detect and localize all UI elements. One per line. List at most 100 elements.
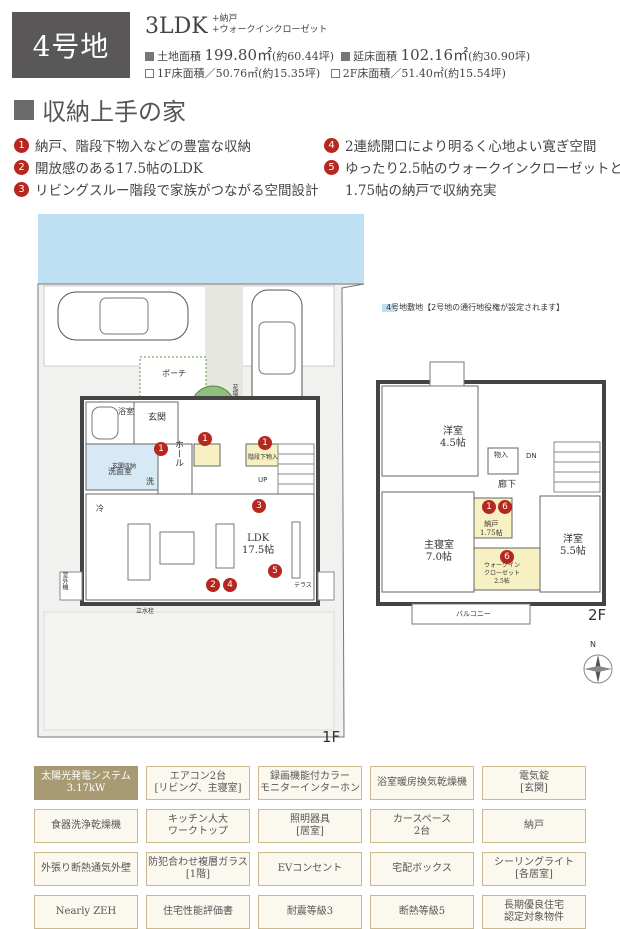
- pin-3: 3: [252, 499, 266, 513]
- room-master: [381, 491, 475, 593]
- amenity-cell: 録画機能付カラー モニターインターホン: [258, 766, 362, 800]
- amenity-cell: Nearly ZEH: [34, 895, 138, 929]
- feature-num: 4: [324, 137, 339, 153]
- plan-extras: +納戸 +ウォークインクローゼット: [212, 14, 328, 36]
- western-1-label: 洋室 4.5帖: [440, 426, 466, 449]
- concept-title-text: 収納上手の家: [42, 98, 186, 126]
- ldk: [85, 493, 315, 601]
- feature-text: 1.75帖の納戸で収納充実: [345, 183, 497, 199]
- feature-1: 1 納戸、階段下物入などの豊富な収納: [14, 134, 319, 156]
- feature-5-cont: 1.75帖の納戸で収納充実: [324, 178, 620, 200]
- entrance-label: 玄関: [148, 413, 167, 423]
- plan-type: 3LDK: [145, 14, 208, 39]
- sofa: [215, 523, 235, 569]
- amenity-cell: 食器洗浄乾燥機: [34, 809, 138, 843]
- corridor-label: 廊下: [498, 480, 517, 490]
- floor1-area: 1F床面積／50.76㎡(約15.35坪): [157, 67, 321, 80]
- feature-5: 5 ゆったり2.5帖のウォークインクローゼットと: [324, 156, 620, 178]
- amenity-cell: 外張り断熱通気外壁: [34, 852, 138, 886]
- terrace-label: テラス: [294, 582, 312, 589]
- pin-2: 2: [206, 578, 220, 592]
- feature-2: 2 開放感のある17.5帖のLDK: [14, 156, 319, 178]
- tv-board: [291, 521, 301, 579]
- closet: [487, 447, 519, 475]
- amenity-cell: シーリングライト [各居室]: [482, 852, 586, 886]
- ldk-label: LDK 17.5帖: [242, 533, 275, 556]
- faucet-label: 立水栓: [136, 608, 155, 615]
- floor-plan-1f: [37, 214, 613, 738]
- pin-1-c: 1: [258, 436, 272, 450]
- land-area-tsubo: (約60.44坪): [272, 50, 335, 63]
- stairs-1f: [277, 443, 315, 495]
- pin-2f-1: 1: [482, 500, 496, 514]
- amenity-cell: EVコンセント: [258, 852, 362, 886]
- amenity-cell: 長期優良住宅 認定対象物件: [482, 895, 586, 929]
- amenity-cell: 耐震等級3: [258, 895, 362, 929]
- feature-text: 納戸、階段下物入などの豊富な収納: [35, 139, 251, 155]
- shoe-storage-label: 玄関収納: [112, 463, 137, 470]
- kitchen-counter: [127, 523, 151, 581]
- pin-4: 4: [223, 578, 237, 592]
- car-right-roof: [258, 321, 296, 375]
- title-marker: [14, 99, 34, 120]
- feature-text: 開放感のある17.5帖のLDK: [35, 161, 203, 177]
- amenity-cell: 電気錠 [玄関]: [482, 766, 586, 800]
- floor-area-row: 1F床面積／50.76㎡(約15.35坪) 2F床面積／51.40㎡(約15.5…: [145, 65, 506, 81]
- car-left-roof: [99, 297, 149, 335]
- bath-label: 浴室: [118, 407, 134, 416]
- feature-text: ゆったり2.5帖のウォークインクローゼットと: [345, 161, 620, 177]
- floor-area-label: 延床面積: [353, 50, 398, 63]
- amenity-cell: キッチン人大 ワークトップ: [146, 809, 250, 843]
- lot-badge: 4号地: [12, 12, 130, 78]
- floor-area-value: 102.16㎡: [400, 46, 469, 64]
- car-left: [57, 291, 189, 341]
- pin-5: 5: [268, 564, 282, 578]
- amenity-cell: 断熱等級5: [370, 895, 474, 929]
- wic-small: [193, 443, 221, 467]
- feature-num: 1: [14, 137, 29, 153]
- compass: [583, 654, 613, 684]
- land-area-value: 199.80㎡: [204, 46, 273, 64]
- entrance: [133, 401, 179, 445]
- concept-title: 収納上手の家: [14, 92, 186, 127]
- balcony: [411, 603, 531, 625]
- amenity-cell: エアコン2台 [リビング、主寝室]: [146, 766, 250, 800]
- master-label: 主寝室 7.0帖: [424, 540, 454, 563]
- washroom: [85, 443, 159, 491]
- terrace-right: [317, 571, 335, 601]
- room-western-2: [539, 495, 601, 593]
- land-area-label: 土地面積: [157, 50, 201, 63]
- floor2-area: 2F床面積／51.40㎡(約15.54坪): [342, 67, 506, 80]
- void: [429, 361, 465, 387]
- feature-num: 2: [14, 159, 29, 175]
- feature-text: リビングスルー階段で家族がつながる空間設計: [35, 183, 319, 199]
- toilet-label: 洗: [146, 477, 154, 486]
- amenity-cell: 浴室暖房換気乾燥機: [370, 766, 474, 800]
- amenity-cell: 宅配ボックス: [370, 852, 474, 886]
- pin-2f-6a: 6: [498, 500, 512, 514]
- storage-label: 納戸 1.75帖: [480, 520, 503, 537]
- western-2-label: 洋室 5.5帖: [560, 534, 586, 557]
- terrace-left: [59, 571, 83, 601]
- pin-2f-6b: 6: [500, 550, 514, 564]
- feature-num: 5: [324, 159, 339, 175]
- floor-area-tsubo: (約30.90坪): [468, 50, 531, 63]
- porch-label: ポーチ: [162, 369, 186, 378]
- under-stair-label: 階段下物入: [248, 454, 279, 461]
- pin-1-a: 1: [154, 442, 168, 456]
- easement-area: [38, 214, 364, 284]
- dining-table: [159, 531, 195, 565]
- flower-bed-label: 花壇: [231, 384, 238, 396]
- compass-label: N: [590, 640, 596, 649]
- room-western-1: [381, 385, 479, 477]
- legend-swatch: [382, 304, 396, 312]
- bathtub: [91, 406, 119, 440]
- washroom-label: 洗面室: [108, 467, 132, 476]
- floor-1f-tag: 1F: [322, 728, 341, 746]
- amenity-cell: 太陽光発電システム 3.17kW: [34, 766, 138, 800]
